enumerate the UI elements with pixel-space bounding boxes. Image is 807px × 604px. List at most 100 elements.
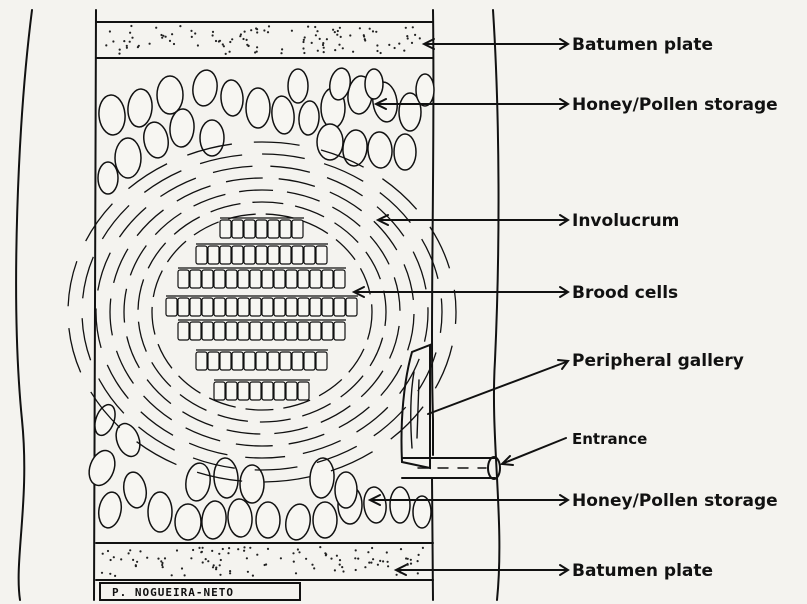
stipple-dot (407, 37, 409, 39)
brood-cell (214, 322, 225, 340)
stipple-dot (218, 553, 220, 555)
batumen-bottom-stipple (101, 546, 424, 577)
stipple-dot (352, 51, 354, 53)
stipple-dot (239, 35, 241, 37)
stipple-dot (129, 32, 131, 34)
stipple-dot (322, 44, 324, 46)
stipple-dot (164, 557, 166, 559)
brood-cell (208, 246, 219, 264)
stipple-dot (281, 48, 283, 50)
stipple-dot (388, 44, 390, 46)
stipple-dot (315, 34, 317, 36)
brood-cell (292, 220, 303, 238)
stipple-dot (298, 551, 300, 553)
stipple-dot (218, 40, 220, 42)
trunk-outer-left-wall (16, 10, 32, 600)
stipple-dot (244, 31, 246, 33)
stipple-dot (400, 548, 402, 550)
stipple-dot (307, 26, 309, 28)
brood-cell (346, 298, 357, 316)
honey-pot (141, 120, 171, 160)
stipple-dot (302, 47, 304, 49)
entrance-tube (402, 457, 500, 479)
brood-cell (208, 352, 219, 370)
stipple-dot (371, 547, 373, 549)
stipple-dot (334, 31, 336, 33)
brood-cell (178, 270, 189, 288)
brood-cell (190, 270, 201, 288)
stipple-dot (319, 546, 321, 548)
stipple-dot (169, 40, 171, 42)
brood-cell (202, 270, 213, 288)
stipple-dot (231, 38, 233, 40)
honey-pot (335, 472, 357, 508)
brood-cell (310, 298, 321, 316)
stipple-dot (109, 30, 111, 32)
stipple-dot (311, 564, 313, 566)
arrow-batumen-bottom (396, 565, 568, 575)
brood-cell (190, 298, 201, 316)
stipple-dot (325, 553, 327, 555)
brood-cell (250, 322, 261, 340)
brood-cell (238, 270, 249, 288)
brood-comb (166, 218, 358, 400)
honey-pot (191, 69, 220, 108)
honey-pot (256, 502, 280, 538)
stipple-dot (398, 43, 400, 45)
brood-cell (244, 246, 255, 264)
stipple-dot (107, 550, 109, 552)
brood-cell (298, 298, 309, 316)
honey-pot (309, 457, 336, 499)
stipple-dot (323, 51, 325, 53)
stipple-dot (131, 37, 133, 39)
stipple-dot (114, 575, 116, 577)
stipple-dot (422, 547, 424, 549)
brood-cell (322, 298, 333, 316)
stipple-dot (229, 570, 231, 572)
stipple-dot (220, 559, 222, 561)
brood-cell (238, 322, 249, 340)
stipple-dot (354, 557, 356, 559)
stipple-dot (205, 558, 207, 560)
stipple-dot (394, 47, 396, 49)
stipple-dot (332, 29, 334, 31)
stipple-dot (338, 44, 340, 46)
stipple-dot (367, 551, 369, 553)
stipple-dot (359, 27, 361, 29)
brood-cell (304, 352, 315, 370)
stipple-dot (337, 30, 339, 32)
stipple-dot (211, 550, 213, 552)
stipple-dot (406, 35, 408, 37)
stipple-dot (157, 558, 159, 560)
stipple-dot (263, 29, 265, 31)
stipple-dot (334, 569, 336, 571)
stipple-dot (202, 561, 204, 563)
stipple-dot (173, 43, 175, 45)
stipple-dot (190, 30, 192, 32)
stipple-dot (386, 551, 388, 553)
stipple-dot (130, 25, 132, 27)
brood-cell (310, 270, 321, 288)
stipple-dot (339, 27, 341, 29)
stipple-dot (376, 44, 378, 46)
brood-cell (196, 352, 207, 370)
stipple-dot (101, 572, 103, 574)
stipple-dot (190, 557, 192, 559)
stipple-dot (410, 563, 412, 565)
peripheral-gallery (401, 345, 430, 468)
honey-pot (313, 502, 337, 538)
stipple-dot (340, 36, 342, 38)
honey-pot (298, 100, 320, 135)
stipple-dot (247, 571, 249, 573)
batumen-plate-top (96, 22, 433, 58)
honey-pot (246, 88, 270, 128)
brood-cell (214, 382, 225, 400)
brood-cell (274, 270, 285, 288)
honey-pot (240, 465, 264, 503)
trunk-outer-right-wall (493, 10, 499, 600)
stipple-dot (219, 574, 221, 576)
brood-cell (262, 298, 273, 316)
stipple-dot (330, 558, 332, 560)
stipple-dot (181, 567, 183, 569)
stipple-dot (246, 44, 248, 46)
